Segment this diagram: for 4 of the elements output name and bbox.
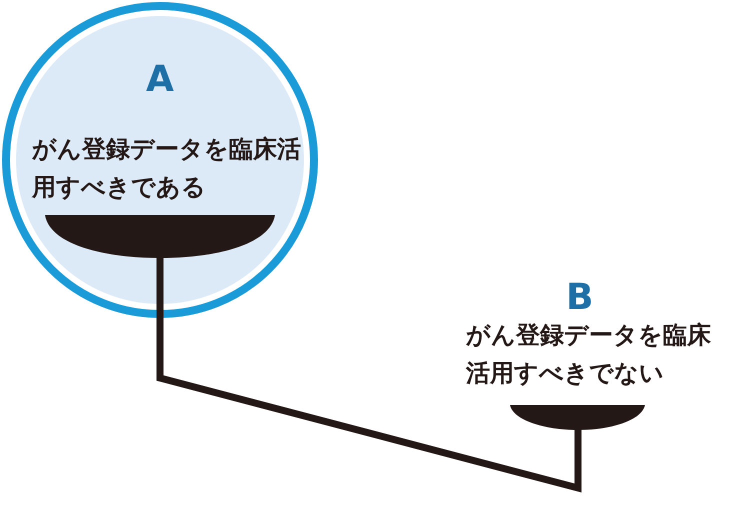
option-letter: A: [146, 60, 174, 100]
statement-text: がん登録データを臨床活用すべきでない: [466, 320, 712, 389]
statement-text: がん登録データを臨床活用すべきである: [32, 134, 302, 203]
option-letter: B: [566, 278, 594, 318]
